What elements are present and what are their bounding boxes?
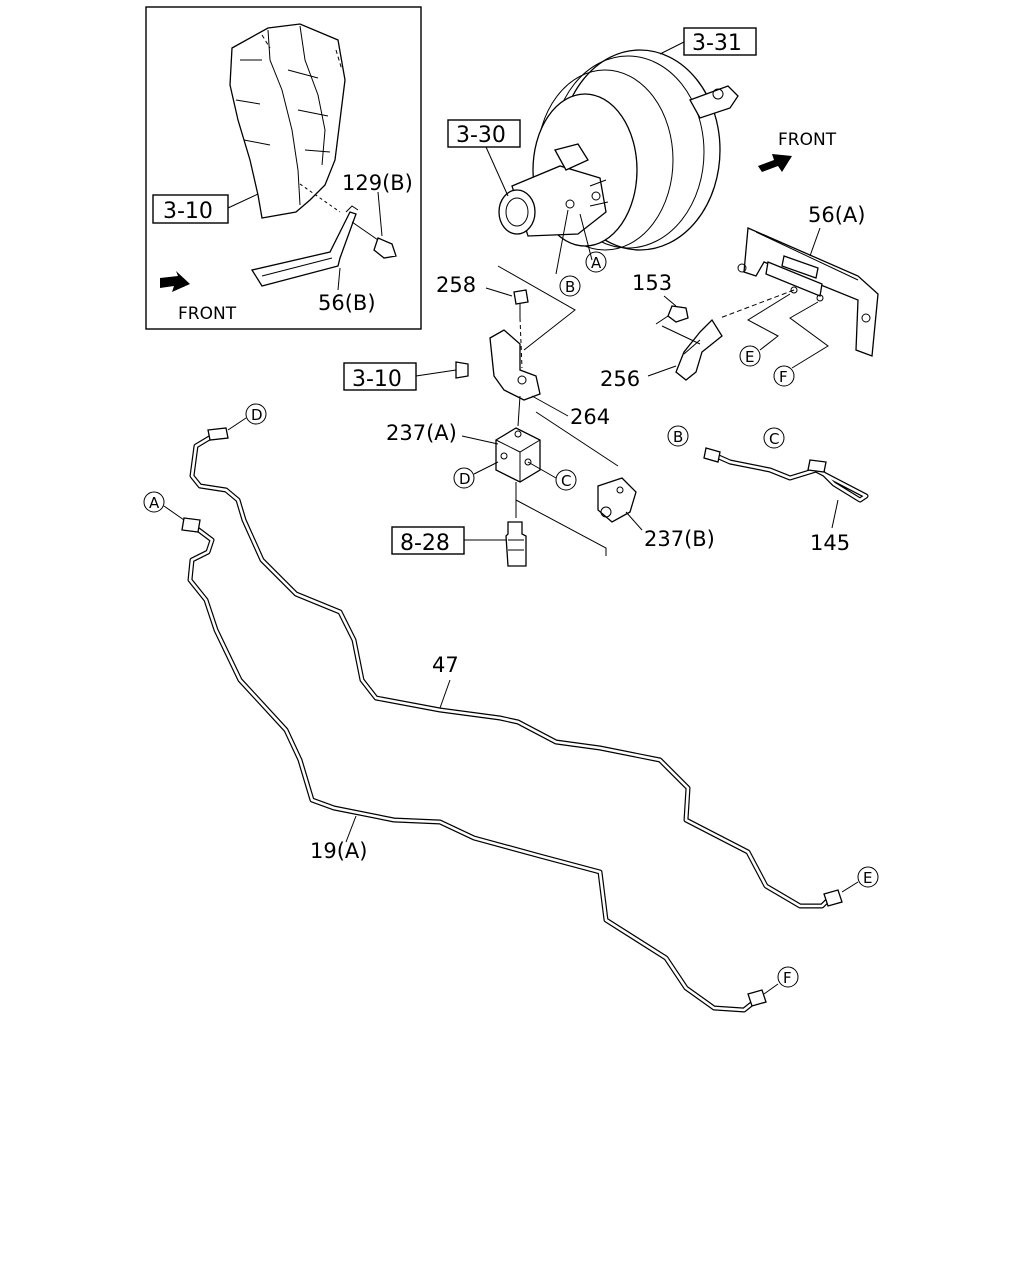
label-3-31: 3-31	[692, 31, 742, 56]
svg-text:C: C	[561, 472, 571, 490]
label-129b: 129(B)	[342, 171, 413, 195]
svg-text:B: B	[565, 278, 575, 296]
svg-text:A: A	[591, 254, 602, 272]
callout-b-booster: B	[559, 275, 581, 297]
svg-text:B: B	[673, 428, 683, 446]
label-front-inset: FRONT	[178, 304, 237, 324]
callout-d-pipe47: D	[227, 403, 267, 431]
front-arrow-icon-inset	[160, 271, 190, 292]
tee-237b-drawing	[597, 477, 637, 523]
label-56a: 56(A)	[808, 203, 865, 227]
svg-text:D: D	[459, 470, 471, 488]
bolt-258-drawing	[513, 289, 529, 318]
switch-8-28-drawing	[505, 521, 527, 567]
label-256: 256	[600, 367, 640, 391]
label-56b: 56(B)	[318, 291, 376, 315]
callout-f-bracket: F	[773, 365, 795, 387]
label-3-30: 3-30	[456, 123, 506, 148]
label-264: 264	[570, 405, 610, 429]
bracket-56b-drawing	[250, 211, 357, 287]
callout-d-block: D	[453, 467, 475, 489]
pipe-47-drawing	[189, 427, 843, 909]
svg-text:D: D	[251, 406, 263, 424]
callout-b-pipe145: B	[667, 425, 689, 447]
pipe-19a-drawing	[181, 517, 767, 1013]
callout-e-bracket: E	[739, 345, 761, 367]
inset-panel: 3-10 129(B) 56(B) FRONT	[145, 6, 422, 330]
svg-text:C: C	[769, 430, 779, 448]
label-237b: 237(B)	[644, 527, 715, 551]
clip-256-drawing	[675, 318, 723, 381]
dash-panel-drawing	[229, 23, 346, 219]
bolt-129b-drawing	[351, 221, 397, 259]
label-3-10-inset: 3-10	[163, 199, 213, 224]
label-145: 145	[810, 531, 850, 555]
bracket-264-drawing	[489, 329, 541, 401]
label-front-main: FRONT	[778, 130, 837, 150]
svg-text:F: F	[783, 969, 792, 987]
label-3-10-main: 3-10	[352, 367, 402, 392]
master-cylinder-drawing	[498, 143, 609, 237]
callout-c-pipe145: C	[763, 427, 785, 449]
callout-a-pipe19a: A	[143, 491, 185, 521]
svg-text:A: A	[149, 494, 160, 512]
pipe-145-drawing	[703, 447, 869, 503]
label-19a: 19(A)	[310, 839, 367, 863]
bracket-56a-drawing	[737, 227, 879, 357]
label-153: 153	[632, 271, 672, 295]
svg-text:E: E	[863, 869, 872, 887]
svg-text:E: E	[745, 348, 754, 366]
callout-f-pipe19a: F	[763, 966, 799, 995]
label-47: 47	[432, 653, 459, 677]
label-258: 258	[436, 273, 476, 297]
junction-block-237a-drawing	[495, 427, 541, 483]
label-237a: 237(A)	[386, 421, 457, 445]
callout-a-booster: A	[585, 251, 607, 273]
svg-text:F: F	[779, 368, 788, 386]
callout-c-block: C	[555, 469, 577, 491]
label-8-28: 8-28	[400, 531, 450, 556]
bolt-153-drawing	[655, 305, 689, 325]
callout-e-pipe47: E	[841, 866, 879, 893]
nut-3-10-drawing	[455, 361, 469, 379]
front-arrow-icon-main	[758, 154, 792, 172]
